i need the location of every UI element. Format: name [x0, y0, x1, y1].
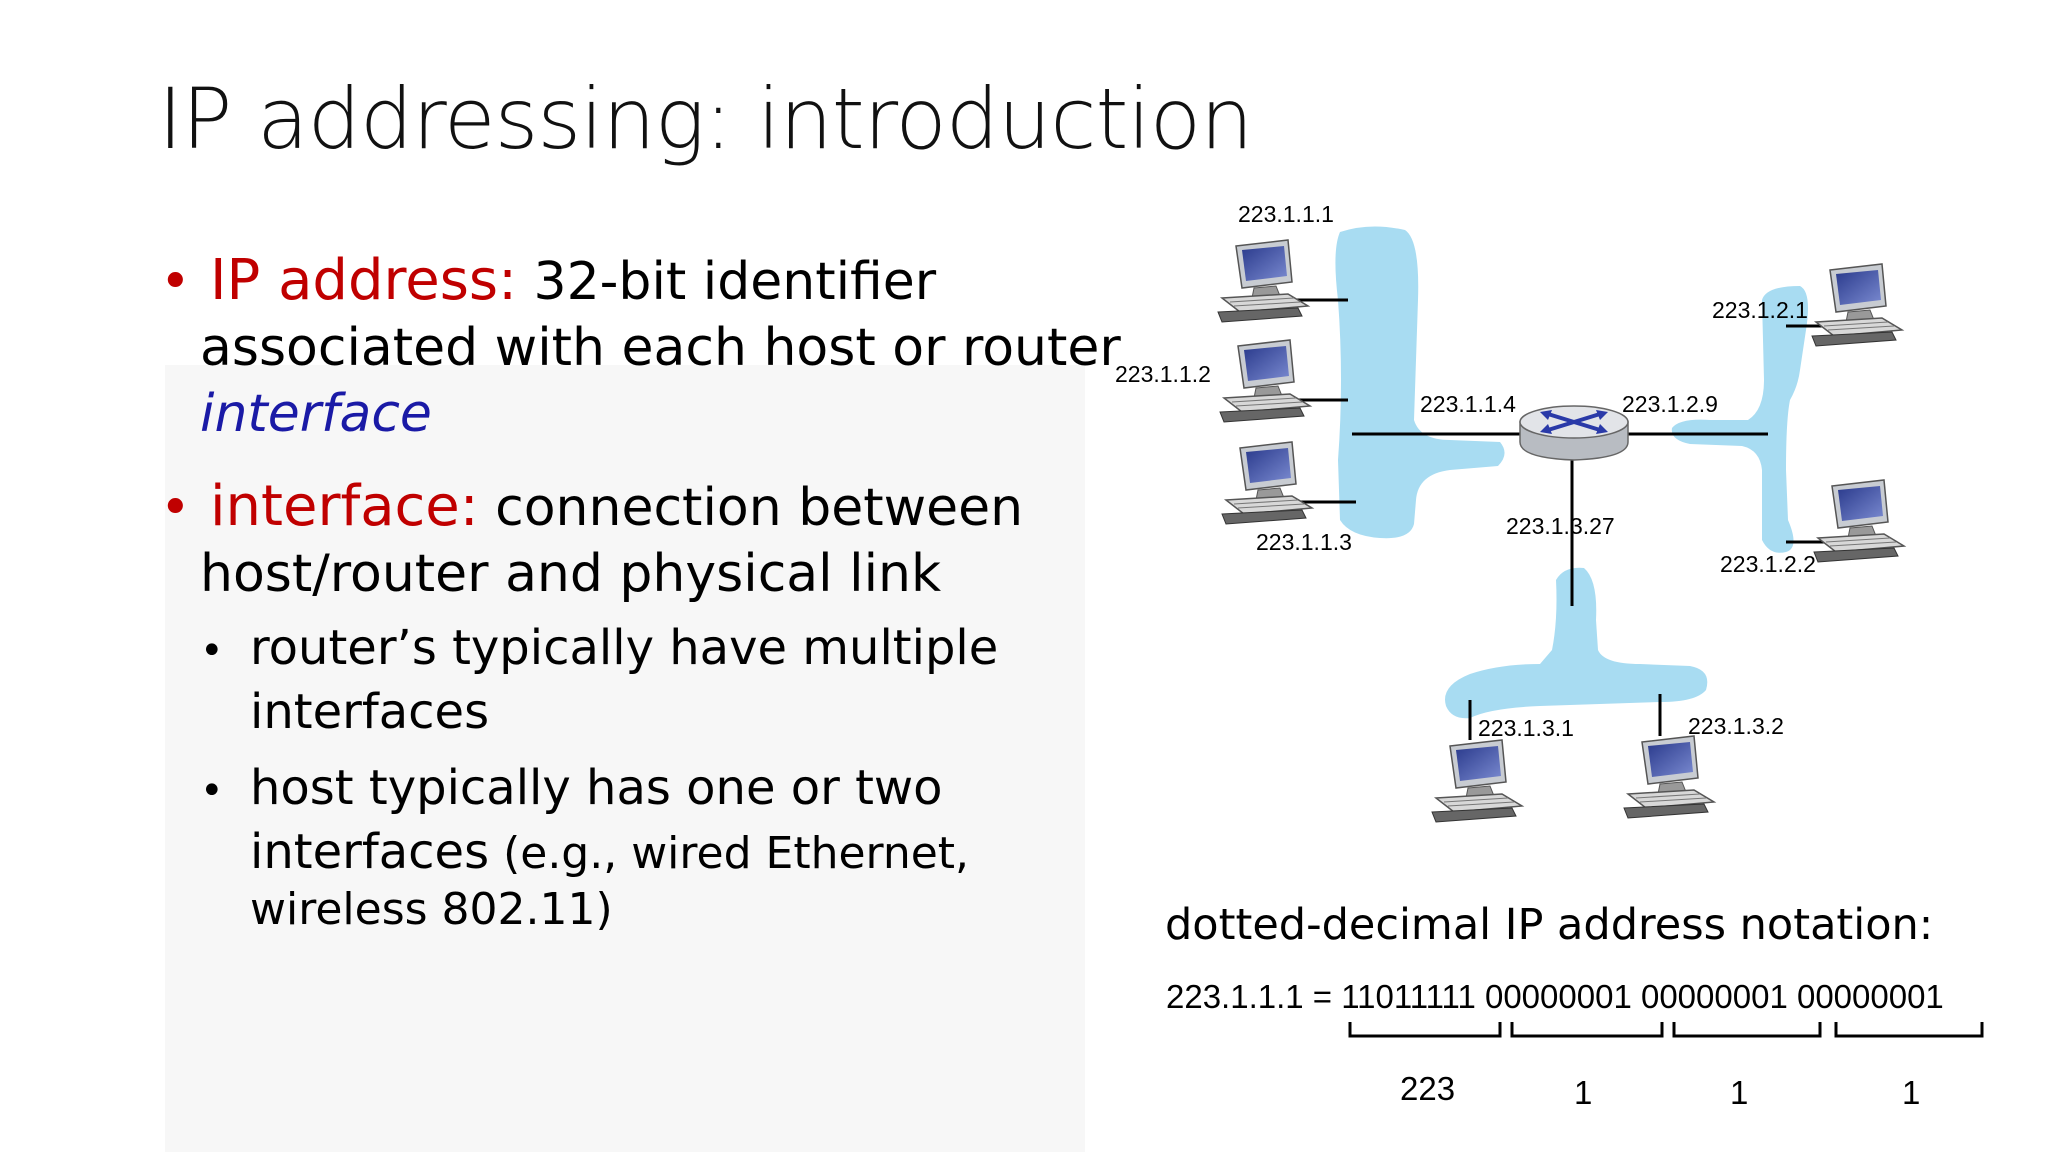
subnet-223-1-1: [1335, 226, 1505, 539]
host-computer-icon: [1431, 739, 1523, 823]
term-ip-address: IP address:: [210, 248, 517, 313]
address-label: 223.1.1.2: [1115, 361, 1211, 387]
address-label: 223.1.3.2: [1688, 713, 1784, 739]
router-icon: [1519, 405, 1629, 461]
bullet-ip-address: IP address: 32-bit identifier: [210, 248, 936, 313]
sub-bullet-text: interfaces: [250, 684, 490, 740]
bullet-interface: interface: connection between: [210, 474, 1023, 539]
host-computer-icon: [1217, 239, 1309, 323]
bullet-text: associated with each host or router: [200, 318, 1121, 378]
octet-decimal: 1: [1574, 1074, 1592, 1111]
address-label: 223.1.3.27: [1506, 513, 1615, 539]
sub-bullet-text: host typically has one or two: [250, 760, 943, 816]
sub-bullet-dot: •: [200, 628, 224, 674]
octet-decimal: 1: [1902, 1074, 1920, 1111]
bullet-text: 32-bit identifier: [516, 252, 937, 312]
bullet-text: connection between: [478, 478, 1024, 538]
subnet-223-1-2: [1671, 286, 1808, 553]
address-label: 223.1.1.3: [1256, 529, 1352, 555]
address-label: 223.1.3.1: [1478, 715, 1574, 741]
octet-decimal: 223: [1400, 1070, 1455, 1107]
bullet-dot: •: [160, 252, 191, 312]
sub-bullet-dot: •: [200, 768, 224, 814]
host-computer-icon: [1221, 441, 1313, 525]
address-label: 223.1.1.1: [1238, 201, 1334, 227]
bullet-dot: •: [160, 478, 191, 538]
subnet-223-1-3: [1445, 567, 1708, 719]
sub-bullet-text: router’s typically have multiple: [250, 620, 999, 676]
sub-bullet-text: interfaces: [250, 824, 490, 880]
notation-heading: dotted-decimal IP address notation:: [1165, 900, 1934, 950]
octet-brackets: [1348, 1022, 1984, 1038]
host-computer-icon: [1813, 479, 1905, 563]
sub-bullet-example: (e.g., wired Ethernet,: [489, 828, 970, 879]
content-panel: [165, 365, 1085, 1152]
bullet-text: host/router and physical link: [200, 544, 942, 604]
address-label: 223.1.2.2: [1720, 551, 1816, 577]
host-computer-icon: [1623, 735, 1715, 819]
host-computer-icon: [1811, 263, 1903, 347]
term-interface: interface:: [210, 474, 479, 539]
term-interface-italic: interface: [200, 384, 432, 444]
octet-decimal: 1: [1730, 1074, 1748, 1111]
sub-bullet-text: interfaces (e.g., wired Ethernet,: [250, 824, 969, 880]
address-label: 223.1.2.1: [1712, 297, 1808, 323]
binary-equation: 223.1.1.1 = 11011111 00000001 00000001 0…: [1166, 978, 1944, 1015]
slide-title: IP addressing: introduction: [158, 70, 1253, 168]
address-label: 223.1.2.9: [1622, 391, 1718, 417]
sub-bullet-text: wireless 802.11): [250, 884, 613, 935]
address-label: 223.1.1.4: [1420, 391, 1516, 417]
host-computer-icon: [1219, 339, 1311, 423]
